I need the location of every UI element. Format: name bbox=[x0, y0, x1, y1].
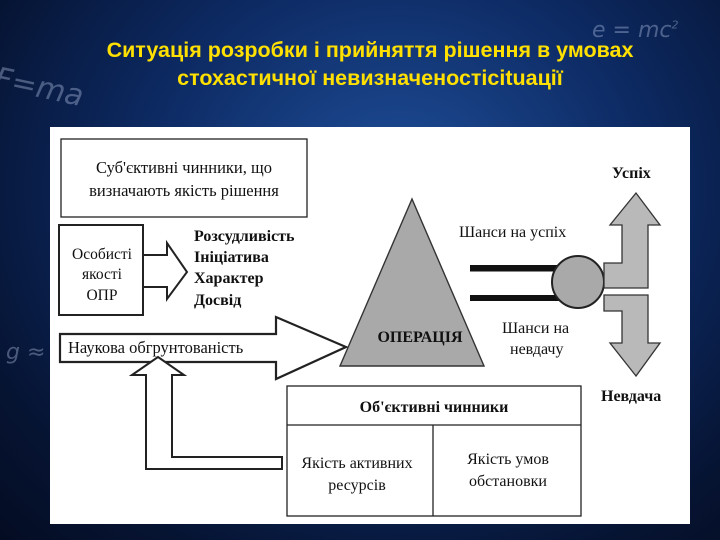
operation-label: ОПЕРАЦІЯ bbox=[377, 329, 463, 346]
subjective-factors-line-1: Суб'єктивні чинники, що bbox=[96, 158, 272, 177]
subjective-factors-line-2: визначають якість рішення bbox=[89, 181, 279, 200]
failure-channel-bar bbox=[470, 295, 580, 301]
feedback-loop-arrow bbox=[128, 355, 283, 470]
personal-qualities-arrow bbox=[142, 239, 189, 303]
chance-failure-line-2: невдачу bbox=[510, 341, 563, 358]
quality-initiative: Ініціатива bbox=[194, 249, 269, 266]
scientific-validity-arrow bbox=[58, 315, 349, 381]
success-arrow bbox=[603, 191, 662, 289]
active-resources-line-2: ресурсів bbox=[328, 477, 386, 494]
failure-label: Невдача bbox=[601, 388, 661, 405]
success-channel-bar bbox=[470, 265, 580, 271]
subjective-factors-box bbox=[60, 138, 308, 218]
chance-failure-line-1: Шанси на bbox=[502, 320, 569, 337]
slide-title-line-2: стохастичної невизначеностісituації bbox=[177, 66, 563, 90]
quality-experience: Досвід bbox=[194, 292, 241, 309]
decision-diagram: Суб'єктивні чинники, що визначають якіст… bbox=[58, 138, 662, 517]
environment-line-1: Якість умов bbox=[467, 451, 549, 468]
diagram-panel: Суб'єктивні чинники, що визначають якіст… bbox=[50, 127, 690, 524]
background-formula-energy: e = mc2 bbox=[592, 18, 678, 43]
environment-line-2: обстановки bbox=[469, 473, 547, 490]
formula-energy-text: e = mc bbox=[592, 18, 672, 43]
operation-triangle bbox=[338, 197, 486, 367]
personal-qualities-line-2: якості bbox=[82, 266, 123, 283]
failure-arrow bbox=[603, 294, 662, 378]
scientific-validity-label: Наукова обгрунтованість bbox=[68, 338, 244, 357]
chance-success-label: Шанси на успіх bbox=[459, 224, 566, 241]
personal-qualities-line-1: Особисті bbox=[72, 246, 133, 263]
quality-prudence: Розсудливість bbox=[194, 228, 295, 245]
slide-title: Ситуація розробки і прийняття рішення в … bbox=[40, 36, 700, 92]
formula-energy-exponent: 2 bbox=[671, 18, 679, 32]
decision-node-circle bbox=[551, 255, 605, 309]
quality-character: Характер bbox=[194, 270, 264, 287]
slide-title-line-1: Ситуація розробки і прийняття рішення в … bbox=[106, 38, 634, 62]
success-label: Успіх bbox=[612, 165, 651, 182]
personal-qualities-box bbox=[58, 224, 144, 316]
personal-qualities-line-3: ОПР bbox=[86, 287, 117, 304]
active-resources-line-1: Якість активних bbox=[301, 455, 412, 472]
objective-factors-table bbox=[286, 385, 582, 517]
objective-factors-header: Об'єктивні чинники bbox=[360, 399, 509, 416]
